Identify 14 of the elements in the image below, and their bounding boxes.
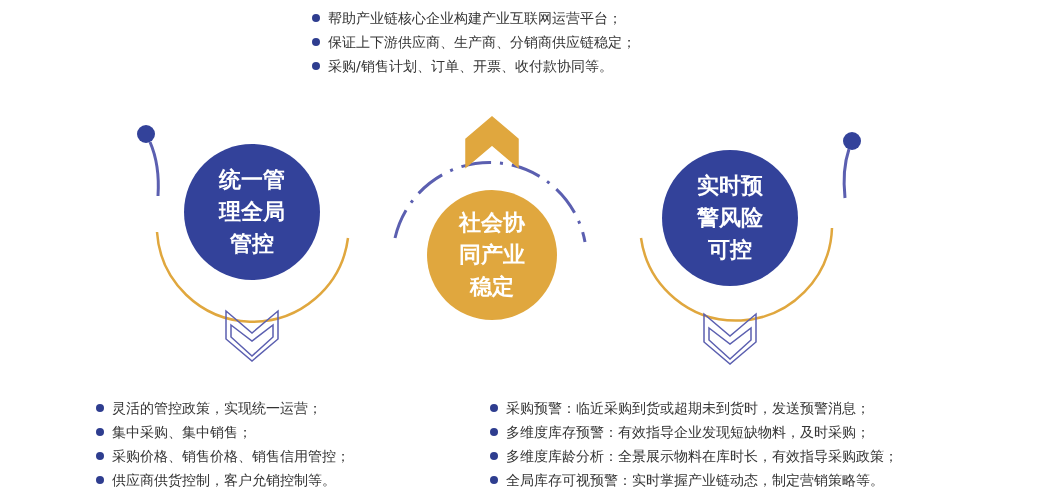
- chevron-arrow: [225, 309, 279, 362]
- bullet-text: 采购预警：临近采购到货或超期未到货时，发送预警消息；: [506, 398, 870, 418]
- bullet-text: 保证上下游供应商、生产商、分销商供应链稳定；: [328, 32, 636, 52]
- bullet-text: 多维度库存预警：有效指导企业发现短缺物料，及时采购；: [506, 422, 870, 442]
- bullet-text: 全局库存可视预警：实时掌握产业链动态，制定营销策略等。: [506, 470, 884, 490]
- bullet-text: 帮助产业链核心企业构建产业互联网运营平台；: [328, 8, 622, 28]
- chevron-arrow: [703, 312, 757, 365]
- bullet-text: 灵活的管控政策，实现统一运营；: [112, 398, 322, 418]
- bullet-text: 集中采购、集中销售；: [112, 422, 252, 442]
- bullet-text: 供应商供货控制，客户允销控制等。: [112, 470, 336, 490]
- chevron-arrow: [465, 116, 519, 169]
- bullet-text: 多维度库龄分析：全景展示物料在库时长，有效指导采购政策；: [506, 446, 898, 466]
- bullet-text: 采购/销售计划、订单、开票、收付款协同等。: [328, 56, 613, 76]
- bullet-text: 采购价格、销售价格、销售信用管控；: [112, 446, 350, 466]
